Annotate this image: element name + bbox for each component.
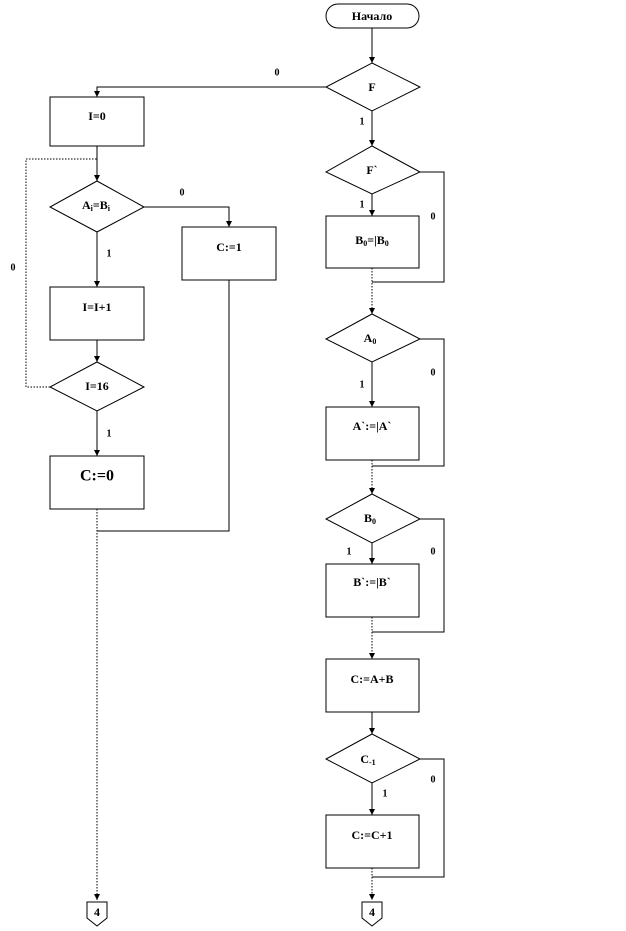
connector-left-label: 4: [94, 905, 100, 919]
edge-label-b0-yes: 1: [347, 547, 352, 558]
process-increment-c-label: C:=C+1: [351, 828, 392, 842]
edge-label-loop-yes: 1: [107, 429, 112, 440]
decision-compare-label: Ai=Bi: [82, 198, 111, 213]
connector-right-label: 4: [369, 905, 375, 919]
edge-label-cm1-no: 0: [431, 775, 436, 786]
edge-label-compare-no: 0: [180, 188, 185, 199]
decision-a0: A0: [324, 313, 422, 363]
decision-f-prime: F`: [324, 145, 422, 195]
edge-label-a0-no: 0: [431, 368, 436, 379]
decision-b0-label: B0: [364, 511, 376, 526]
decision-loop: I=16: [48, 361, 146, 412]
arrow-heads: [94, 57, 375, 900]
edge-label-loop-no: 0: [11, 263, 16, 274]
decision-compare: Ai=Bi: [48, 180, 146, 233]
edge-label-a0-yes: 1: [360, 380, 365, 391]
decision-a0-label: A0: [364, 331, 377, 346]
connector-left: 4: [86, 901, 108, 927]
process-init: I=0: [49, 96, 145, 147]
decision-f-prime-label: F`: [366, 163, 377, 177]
edge-label-f-yes: 1: [360, 117, 365, 128]
start-terminator: Начало: [325, 3, 420, 29]
process-increment-c: C:=C+1: [325, 814, 420, 869]
flow-lines: [96, 28, 445, 878]
start-label: Начало: [352, 9, 392, 23]
process-set-zero-label: C:=0: [80, 468, 114, 485]
edge-label-cm1-yes: 1: [383, 789, 388, 800]
process-a-negate-label: A`:=|A`: [353, 419, 392, 433]
edge-label-f-prime-no: 0: [431, 212, 436, 223]
process-set-one: C:=1: [181, 226, 277, 281]
edge-label-f-prime-yes: 1: [360, 200, 365, 211]
process-increment-i-label: I=I+1: [82, 300, 111, 314]
edge-label-compare-yes: 1: [107, 249, 112, 260]
process-b-negate: B`:=|B`: [325, 563, 420, 618]
edge-labels: 0 1 1 0 1 0 1 0 1 0 0 1 0 1: [11, 68, 436, 800]
process-b-negate-label: B`:=|B`: [353, 575, 390, 589]
edge-label-b0-no: 0: [431, 547, 436, 558]
decision-f: F: [324, 62, 422, 112]
connector-right: 4: [361, 901, 383, 927]
process-a-negate: A`:=|A`: [325, 406, 420, 461]
decision-c-minus-1-label: C-1: [360, 752, 375, 767]
process-init-label: I=0: [88, 109, 106, 123]
process-sum: C:=A+B: [325, 658, 420, 713]
process-sum-label: C:=A+B: [350, 672, 393, 686]
decision-loop-label: I=16: [85, 379, 109, 393]
process-b0-assign: B0=|B0: [325, 215, 420, 269]
decision-c-minus-1: C-1: [324, 733, 422, 784]
process-b0-assign-label: B0=|B0: [355, 233, 389, 248]
process-set-one-label: C:=1: [216, 240, 242, 254]
process-set-zero: C:=0: [49, 455, 145, 510]
decision-b0: B0: [324, 493, 422, 544]
decision-f-label: F: [368, 80, 375, 94]
process-increment-i: I=I+1: [49, 286, 145, 341]
edge-label-f-no: 0: [275, 68, 280, 79]
